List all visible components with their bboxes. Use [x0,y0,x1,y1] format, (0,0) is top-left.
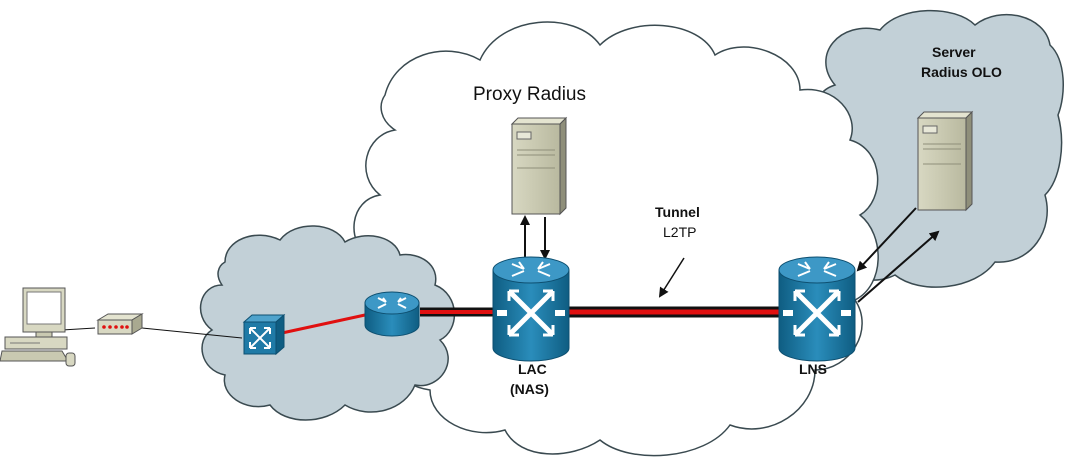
router-icon [364,291,420,337]
radius-olo-server-icon [916,110,974,212]
tunnel-pointer-arrow [658,257,685,298]
cloud-main [353,21,879,457]
modem-switch-link [141,327,243,339]
l2tp-label: L2TP [663,224,697,240]
switch-router-link [281,313,366,335]
modem-icon [96,313,144,335]
proxy-radius-label: Proxy Radius [473,84,586,105]
server-radius-label-line2: Radius OLO [921,64,1002,80]
tunnel-label: Tunnel [655,204,700,220]
lns-label: LNS [799,361,827,377]
arrow-lns-to-olo [857,230,940,303]
proxy-radius-server-icon [510,116,568,216]
server-radius-label-line1: Server [932,44,976,60]
nas-label: (NAS) [510,381,549,397]
pc-icon [0,287,76,367]
arrow-olo-to-lns [856,207,917,272]
lac-router-icon [492,256,570,362]
lac-label: LAC [518,361,547,377]
switch-icon [242,313,286,356]
pc-modem-link [61,327,96,331]
lns-router-icon [778,256,856,362]
